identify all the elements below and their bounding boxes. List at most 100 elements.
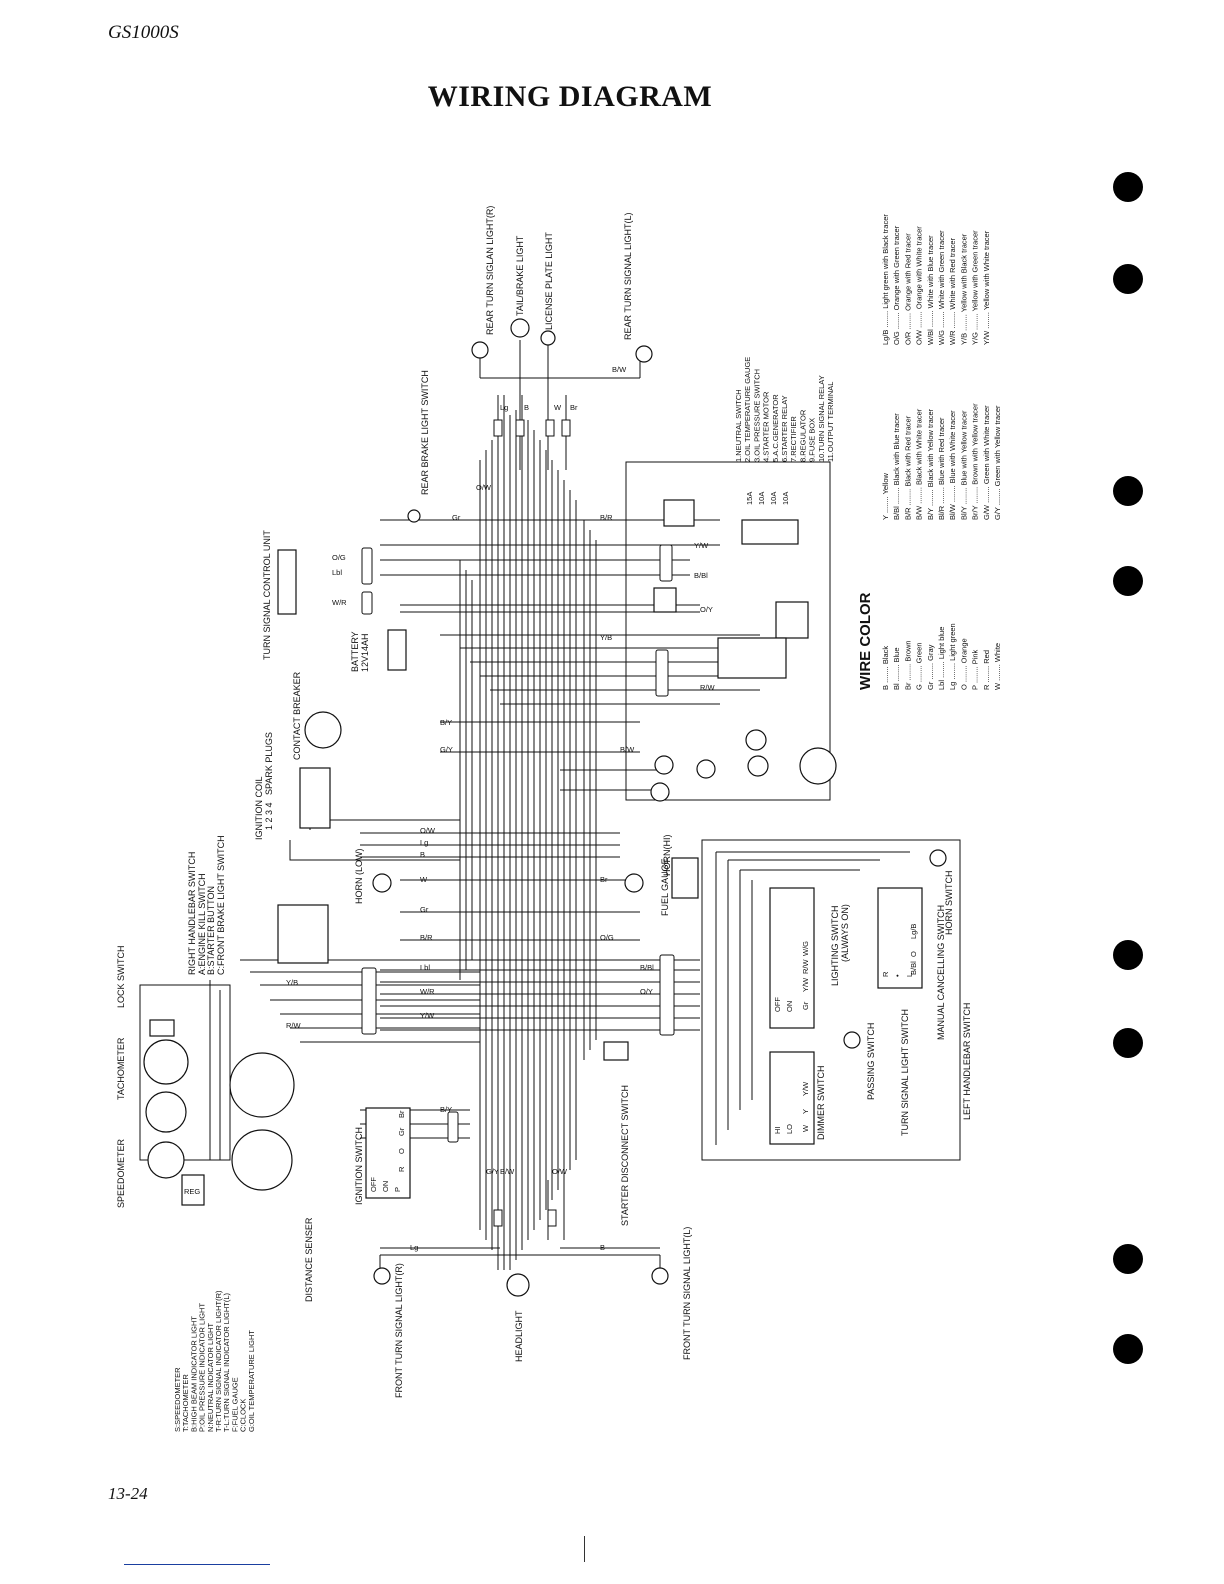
wire-code-label: B [600,1243,605,1252]
ignition-table-row-label: ON [381,1181,390,1192]
oil-pressure-switch-icon [696,759,716,779]
coil-numbers-label: 1 2 3 4 [264,802,274,830]
left-handlebar-label: LEFT HANDLEBAR SWITCH [962,1003,972,1120]
speedometer-icon [231,1129,293,1191]
meter-legend-entry: C:CLOCK [239,1399,248,1432]
rear-brake-switch-label: REAR BRAKE LIGHT SWITCH [420,370,430,495]
wire-code-label: Lg [500,403,508,412]
wire-code-label: O/W [420,826,436,835]
tachometer-dial-icon [143,1039,189,1085]
passing-switch-label: PASSING SWITCH [866,1023,876,1100]
meter-legend-entry: S:SPEEDOMETER [173,1367,182,1432]
wire-code-label: W/R [332,598,347,607]
contact-breaker-label: CONTACT BREAKER [292,671,302,760]
output-terminal-icon [653,587,677,613]
turn-table-header: O [909,951,918,957]
binder-hole [1113,1028,1143,1058]
meter-legend-entry: P:OIL PRESSURE INDICATOR LIGHT [198,1303,207,1432]
wire-code-label: O/W [552,1167,568,1176]
wire-code-label: Lg [420,838,428,847]
ignition-coil-label: IGNITION COIL [254,776,264,840]
wire-code-label: O/Y [700,605,713,614]
turn-signal-switch-table [877,887,923,989]
fuse-rating: 10A [757,492,766,505]
binder-hole [1113,566,1143,596]
fuse-rating: 10A [769,492,778,505]
starter-button-label: B:STARTER BUTTON [206,886,216,975]
meter-legend-entry: F:FUEL GAUGE [230,1377,239,1432]
wire-code-label: B/Bl [640,963,654,972]
lighting-switch-table [769,887,815,1029]
wire-color-entry: O/R ........ Orange with Red tracer [903,233,912,345]
wire-color-entry: Lbl ........ Light blue [937,627,946,690]
wire-color-entry: Y/G ........ Yellow with Green tracer [971,230,980,345]
manual-cancel-label: MANUAL CANCELLING SWITCH [936,905,946,1040]
wire-color-entry: W/G ........ White with Green tracer [937,230,946,345]
wire-code-label: Y/B [600,633,612,642]
always-on-label: (ALWAYS ON) [840,904,850,962]
horn-switch-icon [929,849,947,867]
engine-kill-label: A:ENGINE KILL SWITCH [197,873,207,975]
binder-hole [1113,1334,1143,1364]
wire-code-label: Gr [452,513,461,522]
dimmer-switch-table [769,1051,815,1145]
horn-hi-icon [624,873,644,893]
lighting-table-row-label: ON [785,1001,794,1012]
passing-switch-icon [843,1031,861,1049]
dimmer-table-row-label: HI [773,1127,782,1135]
fuel-gauge-label: FUEL GAUGE [660,858,670,916]
turn-signal-relay-icon [663,499,695,527]
wire-code-label: B/W [620,745,635,754]
turn-table-row-label: R [881,971,890,977]
footer-rule [124,1564,270,1565]
ignition-table-header: O [397,1148,406,1154]
wire-color-entry: Bl/W ........ Blue with White tracer [948,410,957,520]
ignition-coil-icon [299,767,331,829]
license-plate-label: LICENSE PLATE LIGHT [544,232,554,330]
headlight-icon [506,1273,530,1297]
wire-code-label: G/Y [486,1167,499,1176]
wire-color-entry: G/Y ........ Green with Yellow tracer [993,405,1002,520]
meter-legend-entry: G:OIL TEMPERATURE LIGHT [247,1330,256,1432]
ignition-table-header: R [397,1166,406,1172]
lighting-table-header: Gr [801,1001,810,1010]
wire-code-label: B/W [500,1167,515,1176]
starter-relay-icon [745,729,767,751]
wire-color-entry: B/R ........ Black with Red tracer [903,415,912,520]
binder-hole [1113,476,1143,506]
meter-legend-entry: T-L:TURN SIGNAL INDICATOR LIGHT(L) [222,1292,231,1432]
turn-signal-switch-label: TURN SIGNAL LIGHT SWITCH [900,1009,910,1136]
dimmer-table-header: Y/W [801,1081,810,1096]
ignition-switch-label: IGNITION SWITCH [354,1127,364,1205]
wire-code-label: G/Y [440,745,453,754]
wire-color-entry: Lg/B ........ Light green with Black tra… [881,214,890,345]
wire-color-title: WIRE COLOR [857,592,874,690]
horn-low-label: HORN (LOW) [354,849,364,905]
meter-legend-entry: B:HIGH BEAM INDICATOR LIGHT [189,1316,198,1432]
wire-color-entry: Bl/Y ........ Blue with Yellow tracer [959,410,968,520]
lighting-switch-label: LIGHTING SWITCH [830,906,840,987]
wire-color-entry: Y/B ........ Yellow with Black tracer [959,233,968,345]
wire-code-label: Lbl [332,568,342,577]
wire-code-label: O/W [476,483,492,492]
ignition-table-header: Br [397,1110,406,1118]
component-number-entry: 6.STARTER RELAY [780,395,789,462]
wire-color-entry: Br/Y ........ Brown with Yellow tracer [971,403,980,520]
fuel-gauge-dial-icon [147,1141,185,1179]
lighting-table-header: W/G [801,941,810,956]
dimmer-table-row-label: LO [785,1124,794,1134]
dimmer-switch-label: DIMMER SWITCH [816,1066,826,1141]
wire-code-label: O/G [600,933,614,942]
wire-color-entry: Br ........ Brown [903,640,912,690]
model-header: GS1000S [108,22,179,43]
page-number: 13-24 [108,1484,148,1503]
binder-hole [1113,172,1143,202]
horn-hi-label: HORN(HI) [662,835,672,877]
wire-code-label: R/W [700,683,716,692]
wire-code-label: W [554,403,562,412]
